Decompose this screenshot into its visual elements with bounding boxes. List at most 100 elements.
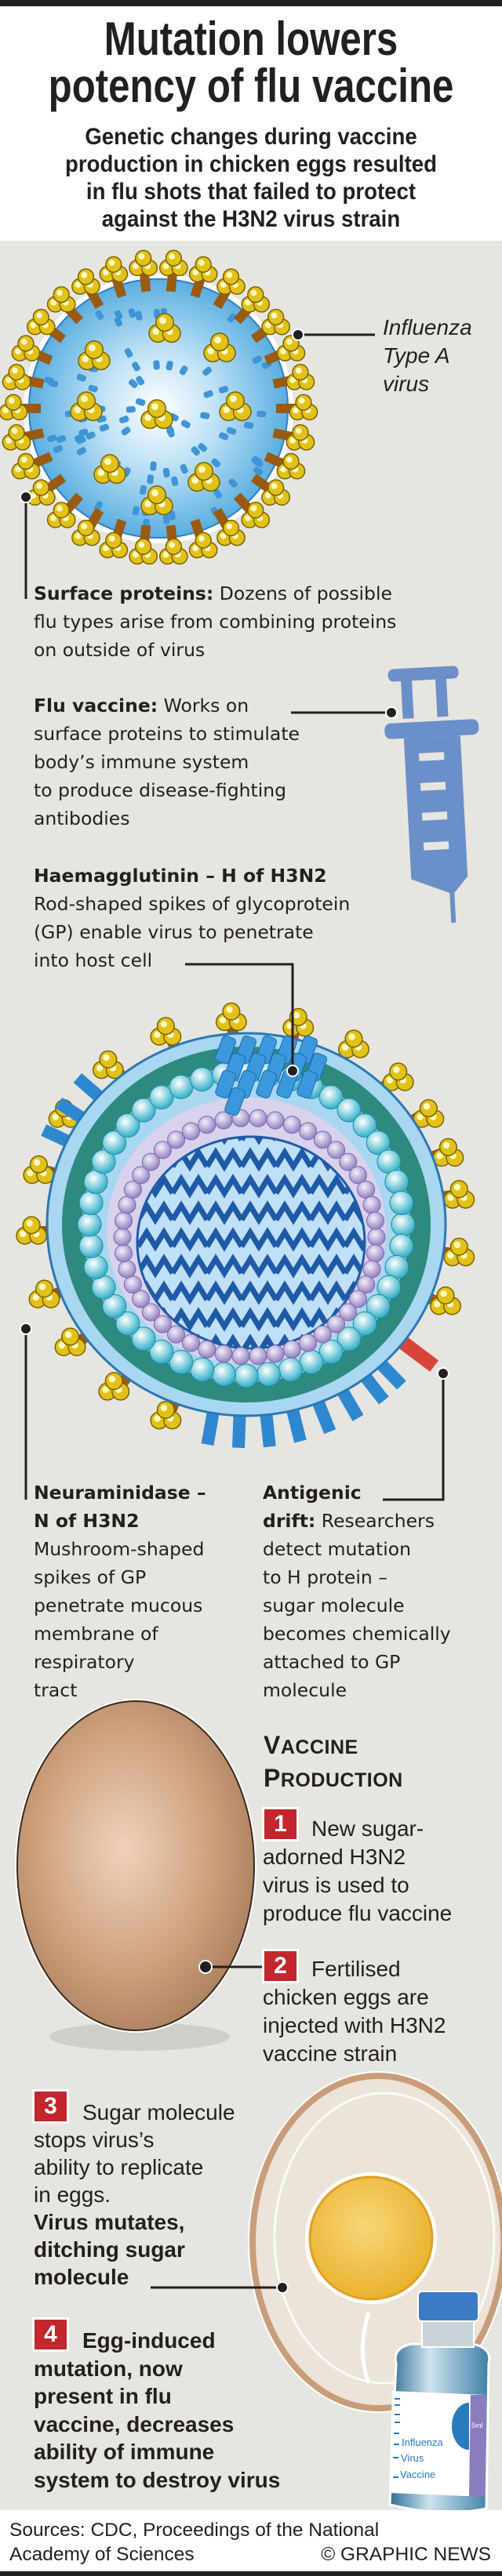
flu-vaccine-annotation: Flu vaccine: Works on surface proteins t… [34, 691, 300, 833]
surface-protein-dot [180, 463, 188, 474]
protein-spike-head [46, 502, 76, 528]
ribonucleoprotein-bead [113, 1228, 132, 1246]
spike-highlight [169, 542, 175, 548]
spike-highlight [154, 1031, 161, 1039]
ribonucleoprotein-bead [266, 1344, 285, 1363]
virus-label-line: Influenza [383, 315, 472, 339]
matrix-protein-bead [278, 1357, 303, 1382]
spike-highlight [440, 1290, 447, 1297]
spike-highlight [417, 1113, 424, 1120]
annotation-text: into host cell [34, 949, 153, 971]
spike-highlight [132, 263, 139, 270]
vial-label-line: Vaccine [400, 2469, 435, 2480]
annotation-text: sugar molecule [263, 1595, 405, 1616]
matrix-protein-bead [149, 1339, 174, 1364]
leader-dot [286, 1065, 299, 1077]
spike-highlight [144, 500, 152, 508]
surface-protein-dot [218, 386, 229, 394]
surface-protein-dot [132, 361, 140, 372]
surface-proteins-annotation: Surface proteins: Dozens of possible flu… [34, 579, 396, 664]
spike-highlight [207, 347, 215, 355]
protein-spike-head [2, 424, 31, 451]
spike-highlight [108, 259, 115, 267]
spike-highlight [103, 1054, 110, 1061]
surface-protein-dot [244, 422, 254, 430]
title-line: potency of flu vaccine [48, 60, 454, 112]
matrix-protein-bead [169, 1350, 194, 1375]
vial-volume: 5ml [471, 2422, 483, 2429]
protein-spike-head [276, 452, 306, 480]
leader-dot [437, 1367, 449, 1380]
spike-highlight [289, 437, 296, 444]
leader-dot [20, 491, 32, 503]
matrix-protein-bead [102, 1130, 127, 1156]
surface-protein-dot [179, 365, 188, 376]
surface-protein-dot [114, 317, 123, 327]
surface-protein-dot [166, 361, 173, 371]
protein-spike-head [0, 394, 28, 421]
spike-highlight [50, 515, 57, 521]
rna-core [136, 1135, 366, 1350]
ribonucleoprotein-bead [313, 1325, 332, 1344]
ribonucleoprotein-bead [366, 1211, 384, 1230]
step-text-line: chicken eggs are [263, 1985, 429, 2009]
ribonucleoprotein-bead [167, 1325, 186, 1344]
protein-spike-head [443, 1237, 475, 1267]
protein-spike-head [150, 1400, 182, 1430]
spike-highlight [52, 1113, 60, 1120]
ribonucleoprotein-bead [198, 1340, 216, 1359]
spike-highlight [434, 1301, 441, 1308]
spike-highlight [264, 321, 271, 328]
spike-highlight [447, 1252, 454, 1259]
protein-spike-head [140, 485, 173, 516]
spike-highlight [198, 535, 205, 542]
spike-highlight [159, 317, 166, 325]
surface-protein-dot [95, 310, 104, 320]
sources-line: Sources: CDC, Proceedings of the Nationa… [9, 2520, 380, 2541]
leader-dot [20, 1322, 32, 1335]
spike-highlight [220, 281, 227, 288]
spike-highlight [81, 272, 88, 278]
leader-dot [385, 706, 398, 719]
protein-spike-head [282, 1007, 315, 1037]
protein-spike-head [71, 268, 100, 296]
virus-label-line: Type A [383, 343, 450, 368]
matrix-protein-bead [190, 1357, 215, 1382]
protein-spike-head [158, 538, 188, 565]
surface-protein-dot [198, 443, 208, 452]
annotation-text: Mushroom-shaped [34, 1538, 205, 1560]
top-rule [0, 0, 502, 6]
protein-spike-head [70, 391, 103, 422]
matrix-protein-bead [366, 1293, 391, 1319]
spike-highlight [295, 427, 302, 434]
annotation-text: antibodies [34, 807, 130, 829]
ribonucleoprotein-bead [249, 1108, 267, 1127]
influenza-virus-illustration [0, 249, 318, 565]
annotation-label: Antigenic [263, 1482, 362, 1504]
subtitle-line: Genetic changes during vaccine [85, 124, 417, 150]
spike-highlight [102, 1386, 109, 1393]
surface-protein-dot [203, 390, 213, 398]
surface-protein-dot [256, 410, 267, 418]
step-text-line: molecule [34, 2265, 129, 2289]
step-4-badge: 4 [32, 2317, 69, 2352]
annotation-text: Rod-shaped spikes of glycoprotein [34, 893, 351, 915]
spike-highlight [5, 437, 12, 444]
ribonucleoprotein-bead [282, 1340, 301, 1359]
protein-spike-head [286, 424, 315, 451]
ribonucleoprotein-bead [249, 1347, 267, 1366]
spike-highlight [226, 1006, 233, 1014]
matrix-protein-bead [336, 1326, 362, 1351]
matrix-protein-bead [169, 1074, 194, 1099]
spike-highlight [250, 505, 257, 512]
bottom-rule [0, 2571, 502, 2576]
spike-highlight [453, 1184, 461, 1191]
surface-protein-dot [191, 446, 200, 456]
protein-spike-head [11, 335, 41, 362]
spike-highlight [192, 269, 199, 276]
title-line: Mutation lowers [104, 13, 398, 65]
surface-protein-dot [150, 461, 157, 471]
protein-spike-head [23, 1155, 55, 1185]
surface-protein-dot [227, 313, 237, 323]
ribonucleoprotein-bead [118, 1260, 136, 1279]
